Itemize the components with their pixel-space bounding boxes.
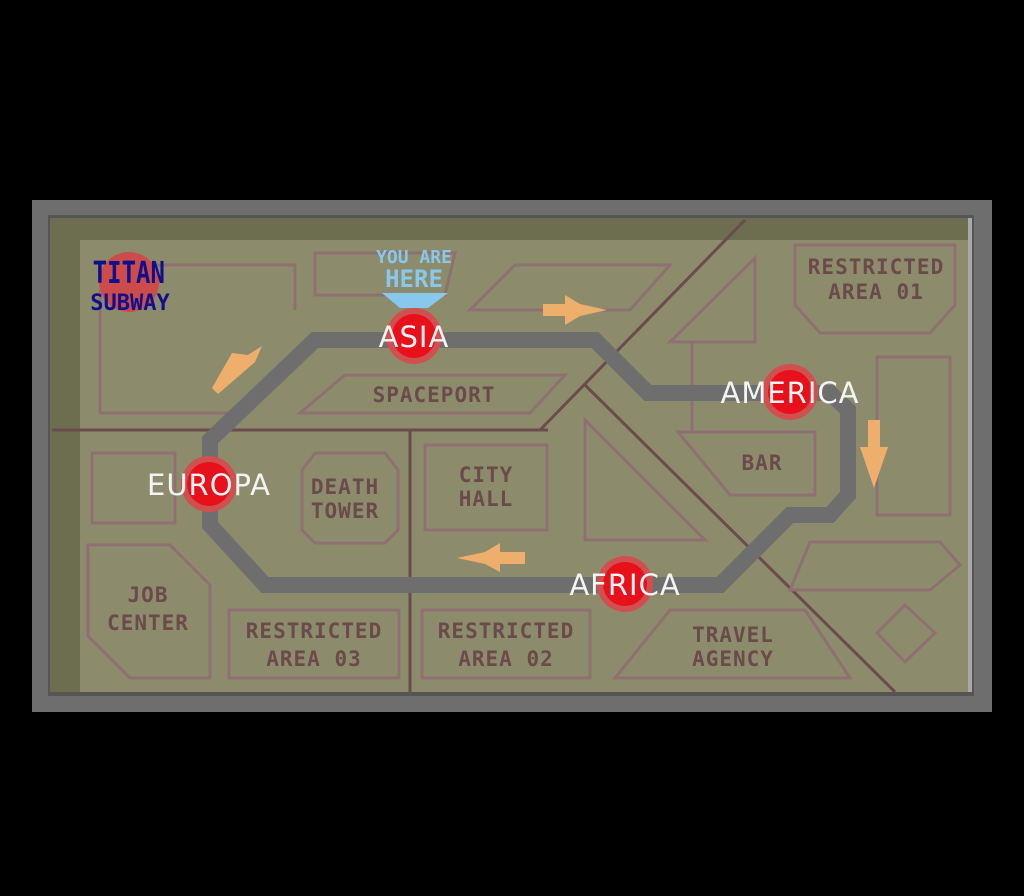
logo-subtitle: SUBWAY	[90, 291, 170, 316]
label-restricted-02: RESTRICTED	[438, 619, 574, 643]
label-restricted-03-line2: AREA 03	[266, 647, 362, 671]
logo-title: TITAN	[93, 256, 165, 290]
you-are-here-line2: HERE	[385, 265, 443, 293]
pointer-icon	[382, 293, 448, 308]
label-bar: BAR	[742, 451, 783, 475]
station-europa[interactable]: EUROPA	[147, 456, 271, 512]
you-are-here-marker: YOU ARE HERE	[376, 247, 452, 308]
station-america[interactable]: AMERICA	[721, 364, 860, 420]
arrow-up-right-icon	[212, 346, 262, 394]
arrow-left-icon	[457, 543, 525, 572]
you-are-here-line1: YOU ARE	[376, 247, 452, 268]
label-job-center: JOB	[128, 583, 169, 607]
top-shade	[50, 218, 970, 240]
buildings	[86, 243, 963, 680]
label-restricted-01-line2: AREA 01	[828, 280, 924, 304]
station-label: EUROPA	[147, 468, 271, 502]
arrow-right-icon	[543, 295, 607, 325]
label-job-center-line2: CENTER	[107, 611, 189, 635]
roads	[52, 218, 897, 694]
left-shade	[50, 218, 80, 692]
label-restricted-03: RESTRICTED	[246, 619, 382, 643]
arrow-down-icon	[860, 420, 888, 488]
label-restricted-01: RESTRICTED	[808, 255, 944, 279]
label-restricted-02-line2: AREA 02	[458, 647, 554, 671]
titan-subway-logo: TITAN SUBWAY	[90, 252, 170, 316]
station-label: AFRICA	[569, 568, 680, 602]
station-label: ASIA	[379, 320, 450, 354]
station-africa[interactable]: AFRICA	[569, 556, 680, 612]
label-spaceport: SPACEPORT	[373, 383, 496, 407]
label-travel-agency-line2: AGENCY	[692, 647, 774, 671]
label-city-hall-line2: HALL	[459, 487, 514, 511]
station-asia[interactable]: ASIA	[379, 308, 450, 364]
right-edge	[968, 218, 972, 692]
label-death-tower: DEATH	[311, 475, 379, 499]
subway-track	[202, 332, 856, 593]
station-label: AMERICA	[721, 376, 860, 410]
label-death-tower-line2: TOWER	[311, 499, 379, 523]
label-city-hall: CITY	[459, 463, 514, 487]
label-travel-agency: TRAVEL	[692, 623, 774, 647]
